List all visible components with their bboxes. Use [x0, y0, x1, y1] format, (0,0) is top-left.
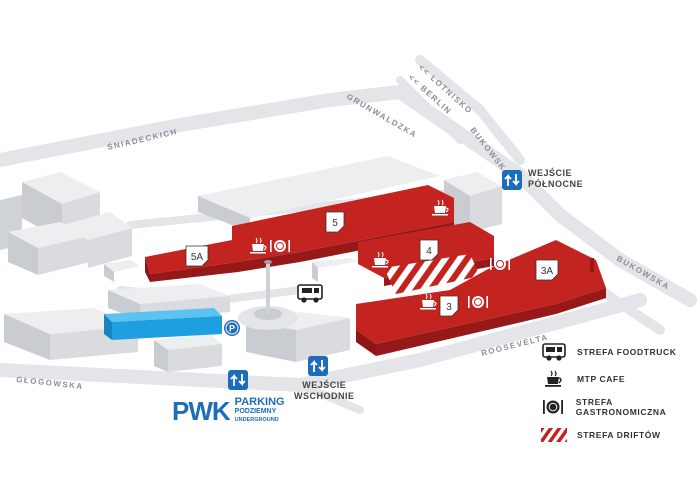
hall-number-5: 5 — [332, 218, 338, 229]
hall-tag-3: 3 — [439, 295, 459, 317]
drift-zone — [384, 254, 480, 294]
legend-foodtruck-label: STREFA FOODTRUCK — [577, 347, 677, 357]
entrance-north-line1: WEJŚCIE — [528, 168, 573, 178]
entrance-parking-icon — [228, 370, 248, 390]
parking-line1: PARKING — [234, 396, 285, 408]
hall-tag-4: 4 — [419, 239, 439, 261]
drift-stripes-icon — [541, 424, 567, 446]
parking-line2: PODZIEMNY — [234, 408, 277, 415]
roads — [0, 55, 697, 414]
hall-number-3a: 3A — [541, 266, 554, 277]
parking-building — [104, 308, 222, 340]
cafe-icon — [432, 199, 449, 216]
cafe-icon — [372, 251, 389, 268]
entrance-east-label: WEJŚCIE WSCHODNIE — [294, 380, 355, 402]
parking-brand: PWK PARKING PODZIEMNY UNDERGROUND — [172, 396, 285, 427]
entrance-north-line2: PÓŁNOCNE — [528, 179, 584, 189]
legend-cafe-label: MTP CAFE — [577, 374, 626, 384]
entrance-north-label: WEJŚCIE PÓŁNOCNE — [528, 168, 583, 190]
hall-number-5a: 5A — [191, 252, 204, 263]
cafe-icon — [420, 293, 437, 310]
hall-tag-5a: 5A — [185, 245, 209, 267]
legend-foodtruck: STREFA FOODTRUCK — [541, 341, 676, 363]
street-bukowska-east: BUKOWSKA — [615, 254, 671, 292]
pwk-logo: PWK — [172, 396, 231, 426]
hall-number-3: 3 — [446, 302, 452, 313]
legend-gastro: STREFA GASTRONOMICZNA — [541, 396, 700, 418]
parking-icon: P — [224, 320, 240, 336]
legend-drift-label: STREFA DRIFTÓW — [577, 430, 661, 440]
entrance-east-icon — [308, 356, 328, 376]
hall-number-4: 4 — [426, 246, 432, 257]
legend-gastro-label: STREFA GASTRONOMICZNA — [575, 397, 667, 417]
coffee-cup-icon — [541, 368, 567, 390]
plate-cutlery-icon — [468, 296, 488, 308]
legend-cafe: MTP CAFE — [541, 368, 625, 390]
svg-text:P: P — [229, 324, 235, 334]
plate-cutlery-icon — [490, 258, 510, 270]
plate-cutlery-icon — [270, 240, 290, 252]
foodtruck-icon — [297, 284, 323, 303]
cafe-icon — [250, 237, 267, 254]
entrance-east-line2: WSCHODNIE — [294, 391, 355, 401]
hall-tag-3a: 3A — [535, 259, 559, 281]
entrance-north-icon — [502, 170, 522, 190]
plate-cutlery-icon — [541, 396, 566, 418]
hall-5-5a — [145, 185, 454, 282]
parking-line3: UNDERGROUND — [234, 417, 279, 423]
roundabout — [238, 260, 298, 330]
hall-tag-5: 5 — [325, 211, 345, 233]
entrance-east-line1: WEJŚCIE — [302, 380, 347, 390]
foodtruck-icon — [541, 341, 567, 363]
legend-drift: STREFA DRIFTÓW — [541, 424, 661, 446]
